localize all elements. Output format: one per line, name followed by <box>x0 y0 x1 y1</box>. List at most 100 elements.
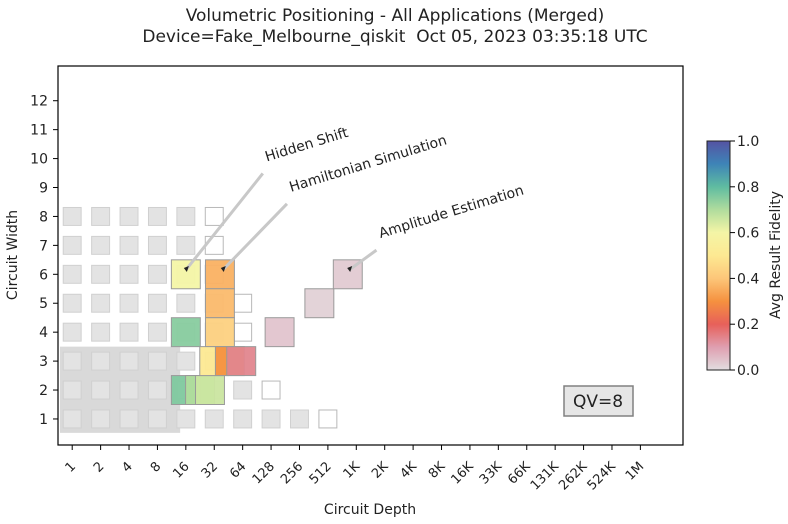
result-cell <box>204 317 235 348</box>
volumetric-box <box>233 322 253 342</box>
x-tick-label: 16 <box>170 459 192 481</box>
volumetric-box <box>176 351 196 371</box>
x-tick-label: 64 <box>227 459 249 481</box>
result-cell <box>332 259 363 290</box>
result-cell <box>204 288 235 319</box>
x-tick-label: 32 <box>199 459 221 481</box>
chart-title: Volumetric Positioning - All Application… <box>186 6 605 26</box>
x-tick-label: 128 <box>250 459 278 487</box>
volumetric-box <box>147 206 167 226</box>
y-tick-label: 11 <box>30 123 48 139</box>
y-tick-label: 6 <box>39 267 48 283</box>
volumetric-box <box>261 380 281 400</box>
volumetric-box <box>176 206 196 226</box>
x-tick-label: 2 <box>91 459 107 475</box>
x-tick-label: 33K <box>477 459 506 488</box>
volumetric-box <box>119 322 139 342</box>
volumetric-box <box>91 351 111 371</box>
plot-area <box>57 65 684 446</box>
colorbar-tick-label: 0.4 <box>737 271 759 287</box>
volumetric-box <box>62 409 82 429</box>
volumetric-box <box>62 351 82 371</box>
x-tick-label: 8 <box>148 459 164 475</box>
x-tick-label: 4 <box>119 459 135 475</box>
y-tick-label: 9 <box>39 181 48 197</box>
volumetric-box <box>176 235 196 255</box>
volumetric-box <box>176 293 196 313</box>
volumetric-box <box>233 409 253 429</box>
y-tick-label: 12 <box>30 94 48 110</box>
y-axis-label: Circuit Width <box>5 210 21 300</box>
colorbar-tick-label: 1.0 <box>737 134 759 150</box>
y-tick-label: 4 <box>39 325 48 341</box>
volumetric-box <box>91 235 111 255</box>
volumetric-box <box>62 235 82 255</box>
volumetric-box <box>147 293 167 313</box>
colorbar: 0.00.20.40.60.81.0 Avg Result Fidelity <box>706 134 784 379</box>
volumetric-box <box>147 235 167 255</box>
volumetric-box <box>147 322 167 342</box>
chart-subtitle: Device=Fake_Melbourne_qiskit Oct 05, 202… <box>142 27 647 47</box>
volumetric-box <box>119 206 139 226</box>
colorbar-ticks: 0.00.20.40.60.81.0 <box>730 134 759 379</box>
colorbar-label: Avg Result Fidelity <box>768 191 784 319</box>
volumetric-box <box>91 206 111 226</box>
colorbar-tick-label: 0.8 <box>737 180 759 196</box>
volumetric-box <box>147 409 167 429</box>
result-cell <box>170 317 201 348</box>
volumetric-box <box>91 264 111 284</box>
y-tick-label: 1 <box>39 412 48 428</box>
volumetric-box <box>119 235 139 255</box>
volumetric-box <box>91 380 111 400</box>
x-axis-label: Circuit Depth <box>324 502 416 518</box>
volumetric-box <box>204 235 224 255</box>
x-tick-label: 1M <box>623 459 647 483</box>
volumetric-box <box>91 293 111 313</box>
x-tick-label: 8K <box>426 459 449 482</box>
colorbar-tick-label: 0.6 <box>737 226 759 242</box>
volumetric-box <box>119 264 139 284</box>
volumetric-box <box>91 322 111 342</box>
result-cell <box>226 346 257 377</box>
annotation-connector <box>184 172 264 271</box>
volumetric-box <box>204 206 224 226</box>
volumetric-box <box>62 380 82 400</box>
y-tick-label: 5 <box>39 296 48 312</box>
qv-label: QV=8 <box>573 392 623 412</box>
annotation-connector <box>221 202 289 272</box>
x-tick-label: 16K <box>448 459 477 488</box>
colorbar-gradient <box>706 140 731 371</box>
volumetric-box <box>233 293 253 313</box>
volumetric-box <box>119 409 139 429</box>
result-cell <box>195 375 225 405</box>
volumetric-box <box>62 206 82 226</box>
x-tick-label: 4K <box>397 459 420 482</box>
colorbar-tick-label: 0.0 <box>737 363 759 379</box>
x-tick-label: 524K <box>585 459 620 494</box>
x-tick-label: 131K <box>528 459 563 494</box>
y-tick-label: 2 <box>39 383 48 399</box>
volumetric-box <box>233 380 253 400</box>
annotation-arrowhead <box>220 265 226 272</box>
volumetric-box <box>147 380 167 400</box>
volumetric-box <box>119 351 139 371</box>
x-tick-label: 256 <box>278 459 306 487</box>
y-tick-label: 7 <box>39 238 48 254</box>
volumetric-box <box>119 380 139 400</box>
volumetric-box <box>62 293 82 313</box>
volumetric-box <box>318 409 338 429</box>
volumetric-box <box>62 322 82 342</box>
result-cell <box>170 259 201 290</box>
y-tick-label: 8 <box>39 209 48 225</box>
volumetric-box <box>176 409 196 429</box>
annotation-arrowhead <box>347 265 353 272</box>
y-tick-label: 10 <box>30 152 48 168</box>
volumetric-box <box>119 293 139 313</box>
x-tick-label: 1K <box>341 459 364 482</box>
annotation-label: Amplitude Estimation <box>377 183 526 242</box>
x-tick-label: 262K <box>556 459 591 494</box>
result-cell <box>304 288 335 319</box>
